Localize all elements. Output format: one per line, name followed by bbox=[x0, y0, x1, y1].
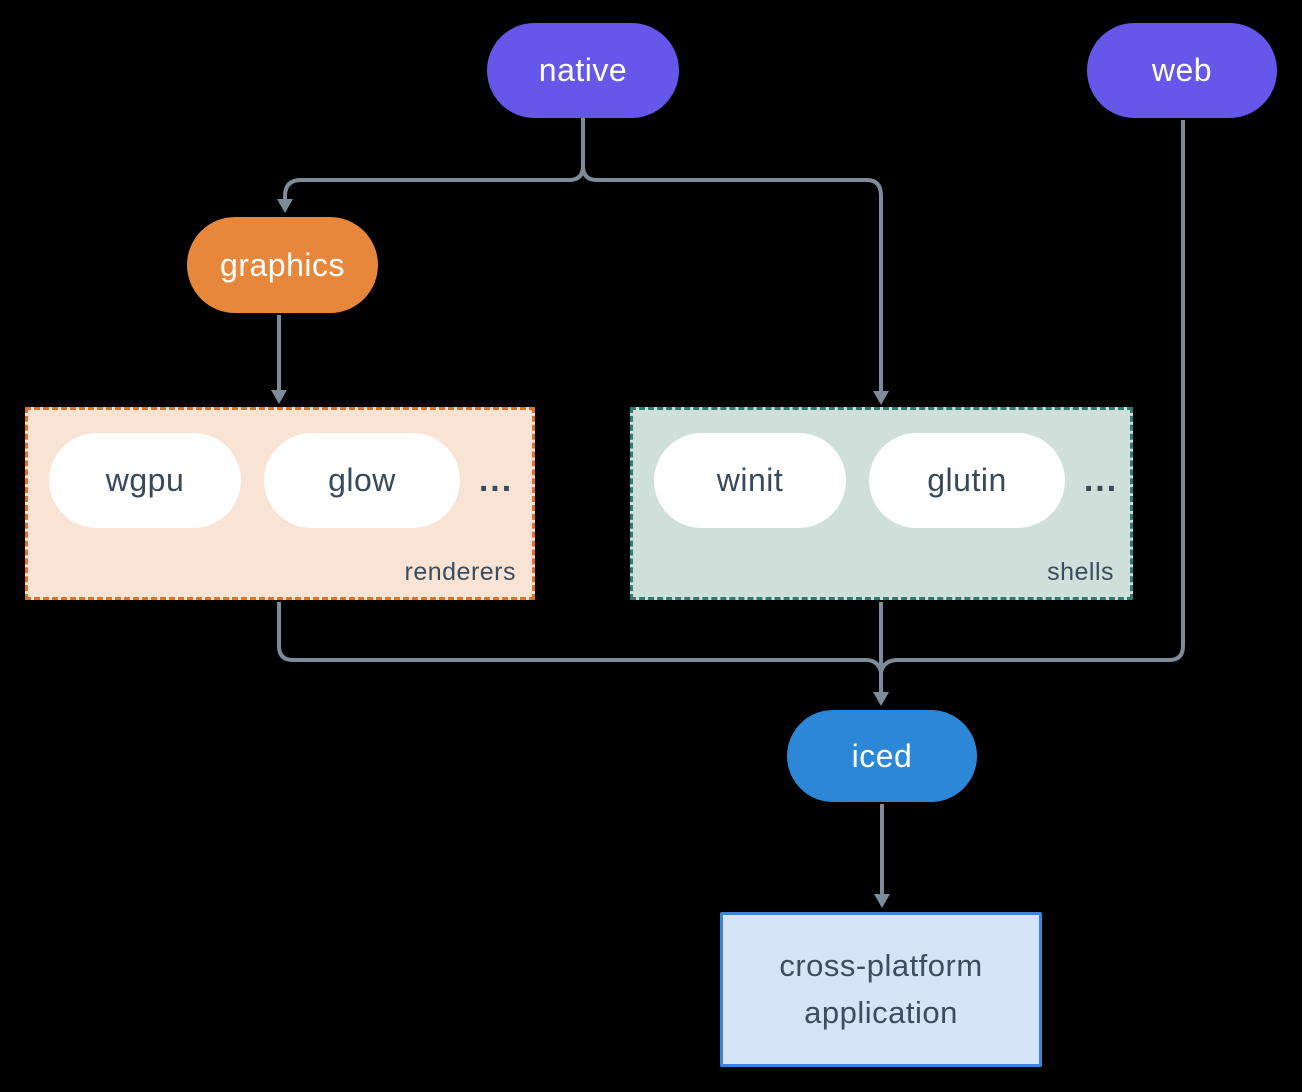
arrowhead-app bbox=[874, 894, 890, 908]
pill-glutin: glutin bbox=[869, 433, 1065, 528]
group-renderers: wgpu glow ... renderers bbox=[25, 407, 535, 600]
node-web: web bbox=[1087, 23, 1277, 118]
renderers-group-label: renderers bbox=[404, 558, 516, 586]
arrowhead-shells bbox=[873, 391, 889, 405]
node-graphics: graphics bbox=[187, 217, 378, 313]
node-native: native bbox=[487, 23, 679, 118]
connector-native-to-shells bbox=[581, 118, 883, 391]
node-web-label: web bbox=[1151, 52, 1213, 88]
connector-web-to-merge bbox=[879, 120, 1185, 673]
arrowhead-renderers bbox=[271, 390, 287, 404]
arrowhead-iced bbox=[873, 692, 889, 706]
pill-glutin-label: glutin bbox=[927, 462, 1007, 498]
app-label: cross-platform application bbox=[779, 948, 983, 1030]
group-shells: winit glutin ... shells bbox=[630, 407, 1133, 600]
connector-native-to-graphics bbox=[283, 118, 585, 199]
node-cross-platform-application: cross-platform application bbox=[720, 912, 1042, 1067]
pill-glow: glow bbox=[264, 433, 460, 528]
node-native-label: native bbox=[538, 52, 628, 88]
node-iced: iced bbox=[787, 710, 977, 802]
pill-wgpu-label: wgpu bbox=[105, 462, 185, 498]
pill-wgpu: wgpu bbox=[49, 433, 241, 528]
renderers-ellipsis: ... bbox=[478, 461, 514, 499]
arrowhead-graphics bbox=[277, 199, 293, 213]
shells-ellipsis: ... bbox=[1083, 461, 1119, 499]
shells-group-label: shells bbox=[1047, 558, 1114, 586]
pill-glow-label: glow bbox=[328, 462, 396, 498]
node-graphics-label: graphics bbox=[220, 246, 345, 283]
node-iced-label: iced bbox=[851, 737, 913, 774]
pill-winit-label: winit bbox=[716, 462, 784, 498]
connector-renderers-to-merge bbox=[277, 602, 883, 673]
pill-winit: winit bbox=[654, 433, 846, 528]
